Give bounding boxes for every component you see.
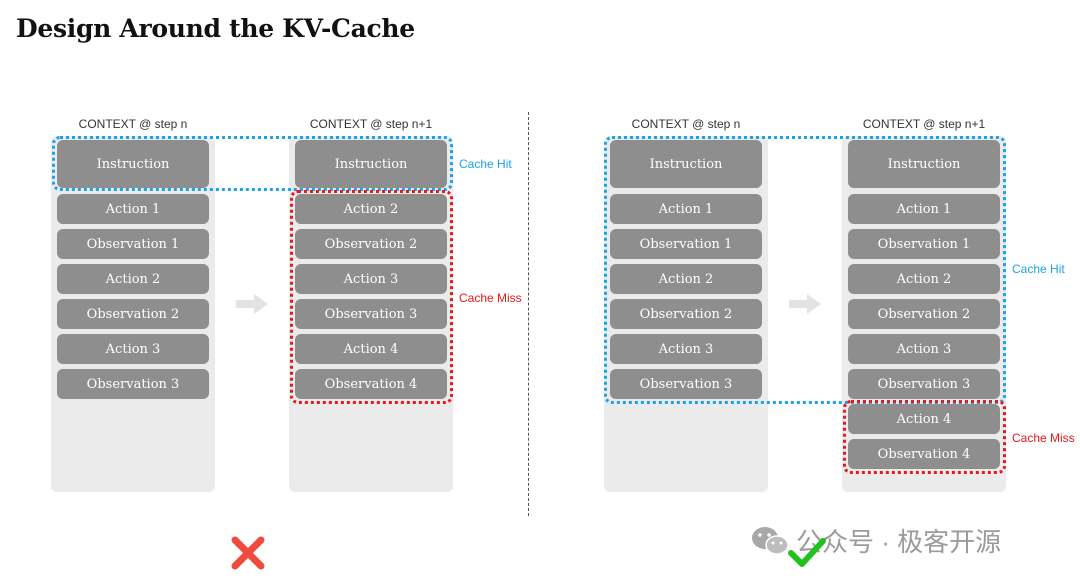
right-n1-block-observation-2: Observation 2 xyxy=(848,299,1000,329)
left-n-block-action-1: Action 1 xyxy=(57,194,209,224)
left-cache-hit-label: Cache Hit xyxy=(459,157,512,171)
page-title: Design Around the KV-Cache xyxy=(16,14,415,43)
watermark-text: 公众号 · 极客开源 xyxy=(796,527,1002,557)
right-cache-hit-label: Cache Hit xyxy=(1012,262,1065,276)
left-n-block-observation-2: Observation 2 xyxy=(57,299,209,329)
right-step-n1-label: CONTEXT @ step n+1 xyxy=(862,117,986,131)
right-n-block-observation-3: Observation 3 xyxy=(610,369,762,399)
right-n1-block-action-1: Action 1 xyxy=(848,194,1000,224)
left-step-n-label: CONTEXT @ step n xyxy=(78,117,188,131)
left-n1-block-action-3: Action 3 xyxy=(295,264,447,294)
watermark: 公众号 · 极客开源 xyxy=(750,522,1001,559)
right-n-block-observation-2: Observation 2 xyxy=(610,299,762,329)
right-n1-block-action-3: Action 3 xyxy=(848,334,1000,364)
right-n1-block-observation-4: Observation 4 xyxy=(848,439,1000,469)
left-n1-block-action-2: Action 2 xyxy=(295,194,447,224)
right-cache-miss-label: Cache Miss xyxy=(1012,431,1075,445)
right-n-block-instruction: Instruction xyxy=(610,140,762,188)
left-n1-block-observation-4: Observation 4 xyxy=(295,369,447,399)
left-n1-block-instruction: Instruction xyxy=(295,140,447,188)
left-n-block-observation-1: Observation 1 xyxy=(57,229,209,259)
left-arrow-right-icon xyxy=(236,294,268,314)
left-n-block-observation-3: Observation 3 xyxy=(57,369,209,399)
right-n1-block-instruction: Instruction xyxy=(848,140,1000,188)
right-n1-block-observation-3: Observation 3 xyxy=(848,369,1000,399)
right-n1-block-action-2: Action 2 xyxy=(848,264,1000,294)
right-n-block-observation-1: Observation 1 xyxy=(610,229,762,259)
right-arrow-right-icon xyxy=(789,294,821,314)
left-n-block-instruction: Instruction xyxy=(57,140,209,188)
right-n-block-action-3: Action 3 xyxy=(610,334,762,364)
check-mark-icon xyxy=(788,538,826,567)
right-step-n-label: CONTEXT @ step n xyxy=(631,117,741,131)
wechat-icon xyxy=(752,526,789,555)
right-n-block-action-2: Action 2 xyxy=(610,264,762,294)
left-cache-miss-label: Cache Miss xyxy=(459,291,522,305)
x-mark-icon xyxy=(231,536,265,570)
panel-divider xyxy=(528,112,529,516)
right-n1-block-action-4: Action 4 xyxy=(848,404,1000,434)
right-n1-block-observation-1: Observation 1 xyxy=(848,229,1000,259)
left-n1-block-observation-2: Observation 2 xyxy=(295,229,447,259)
left-n-block-action-3: Action 3 xyxy=(57,334,209,364)
right-n-block-action-1: Action 1 xyxy=(610,194,762,224)
left-n1-block-observation-3: Observation 3 xyxy=(295,299,447,329)
left-n-block-action-2: Action 2 xyxy=(57,264,209,294)
left-n1-block-action-4: Action 4 xyxy=(295,334,447,364)
left-step-n1-label: CONTEXT @ step n+1 xyxy=(309,117,433,131)
